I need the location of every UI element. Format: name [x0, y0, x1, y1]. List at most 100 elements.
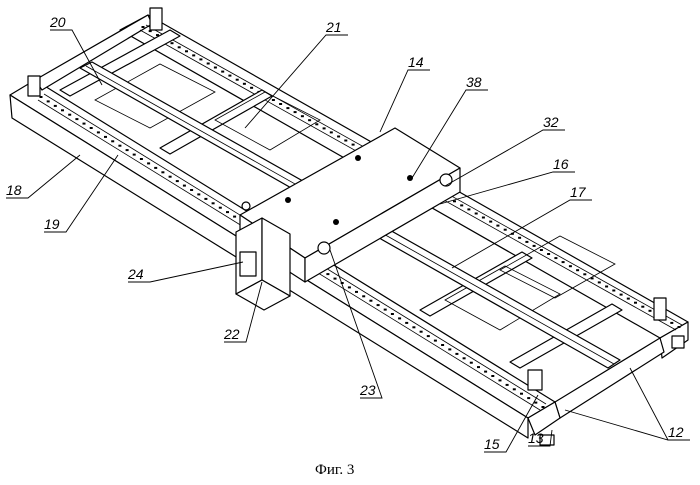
- leader-16: [439, 171, 575, 205]
- rail-hole: [474, 212, 478, 215]
- foot: [539, 434, 555, 446]
- rail-hole: [677, 326, 681, 328]
- rail-hole: [376, 304, 380, 307]
- cross-beam-1: [59, 29, 181, 97]
- label-19: 19: [44, 216, 60, 232]
- rail-hole: [175, 180, 179, 183]
- rail-hole: [315, 123, 319, 126]
- rail-hole: [539, 249, 543, 251]
- rail-hole: [362, 295, 366, 298]
- rail-hole: [242, 82, 246, 85]
- rail-hole: [460, 204, 464, 207]
- rail-hole: [125, 149, 129, 152]
- rail-hole: [293, 111, 297, 114]
- rail-hole: [467, 208, 471, 211]
- rail-hole: [641, 305, 645, 308]
- label-23: 23: [359, 382, 376, 398]
- roller: [439, 173, 453, 187]
- rail-hole: [82, 122, 86, 125]
- rail-hole: [213, 66, 217, 69]
- rail-hole: [347, 286, 351, 289]
- leader-14: [379, 69, 430, 133]
- rail-hole: [326, 273, 330, 276]
- leader-19: [44, 154, 119, 233]
- rail-hole: [161, 171, 165, 174]
- label-15: 15: [484, 436, 500, 452]
- rail-hole: [147, 162, 151, 165]
- rail-hole: [355, 290, 358, 293]
- rail-hole: [590, 277, 594, 280]
- rail-hole: [491, 375, 495, 377]
- label-38: 38: [466, 74, 482, 90]
- leader-23: [329, 249, 383, 399]
- rail-hole: [148, 30, 152, 33]
- carriage-bolt: [407, 175, 413, 181]
- label-22: 22: [223, 326, 240, 342]
- rail-hole: [510, 232, 514, 235]
- rail-hole: [68, 113, 72, 116]
- leader-38: [411, 89, 488, 179]
- rail-hole: [39, 96, 43, 98]
- rail-hole: [226, 211, 229, 214]
- rail-hole: [221, 70, 225, 73]
- leader-32: [444, 129, 565, 187]
- support-base: [235, 279, 291, 311]
- bracket: [527, 369, 543, 391]
- rail-hole: [369, 299, 373, 302]
- rail-hole: [534, 401, 538, 404]
- rail-hole: [192, 54, 196, 57]
- rail-hole: [481, 216, 485, 219]
- rail-hole: [228, 74, 232, 77]
- rail-hole: [670, 321, 674, 324]
- label-32: 32: [543, 114, 559, 130]
- rail-hole: [455, 352, 459, 355]
- rail-hole: [453, 200, 456, 203]
- rail-hole: [462, 357, 466, 360]
- panel-2: [214, 91, 321, 151]
- rail-hole: [612, 289, 616, 292]
- rail-hole: [351, 143, 355, 146]
- rail-hole: [398, 317, 402, 320]
- rail-hole: [218, 206, 222, 209]
- right-end-corner: [527, 401, 561, 436]
- roller: [317, 241, 331, 255]
- label-20: 20: [49, 14, 66, 30]
- rail-hole: [235, 78, 239, 81]
- rail-hole: [426, 335, 430, 338]
- label-18: 18: [6, 182, 22, 198]
- leader-17: [451, 199, 592, 269]
- corner-brackets: [27, 7, 685, 446]
- leader-20: [50, 29, 103, 86]
- rail-hole: [527, 397, 531, 400]
- rail-hole: [141, 26, 145, 28]
- rail-hole: [104, 135, 107, 138]
- rail-hole: [477, 366, 480, 369]
- rail-hole: [118, 144, 122, 147]
- rail-hole: [518, 236, 522, 239]
- label-16: 16: [553, 156, 569, 172]
- rail-hole: [576, 269, 580, 272]
- right-end-beam: [554, 337, 665, 419]
- rail-hole: [605, 285, 609, 288]
- rail-hole: [337, 135, 341, 138]
- panel-4: [499, 235, 616, 299]
- rail-hole: [190, 189, 194, 191]
- bracket: [149, 7, 163, 31]
- carriage-bolt: [333, 219, 339, 225]
- rail-hole: [541, 406, 545, 408]
- rail-hole: [634, 301, 637, 304]
- rail-hole: [156, 34, 159, 37]
- leader-18: [6, 154, 81, 199]
- figure-caption: Фиг. 3: [315, 462, 354, 478]
- panel-1: [94, 63, 216, 129]
- rail-hole: [496, 224, 500, 227]
- carriage-side: [304, 167, 461, 283]
- rail-hole: [329, 131, 333, 134]
- carriage: [235, 127, 461, 311]
- support-plate: [239, 251, 257, 277]
- label-24: 24: [127, 266, 144, 282]
- rail-hole: [484, 370, 488, 373]
- roller: [241, 201, 251, 211]
- leader-12b: [629, 367, 669, 441]
